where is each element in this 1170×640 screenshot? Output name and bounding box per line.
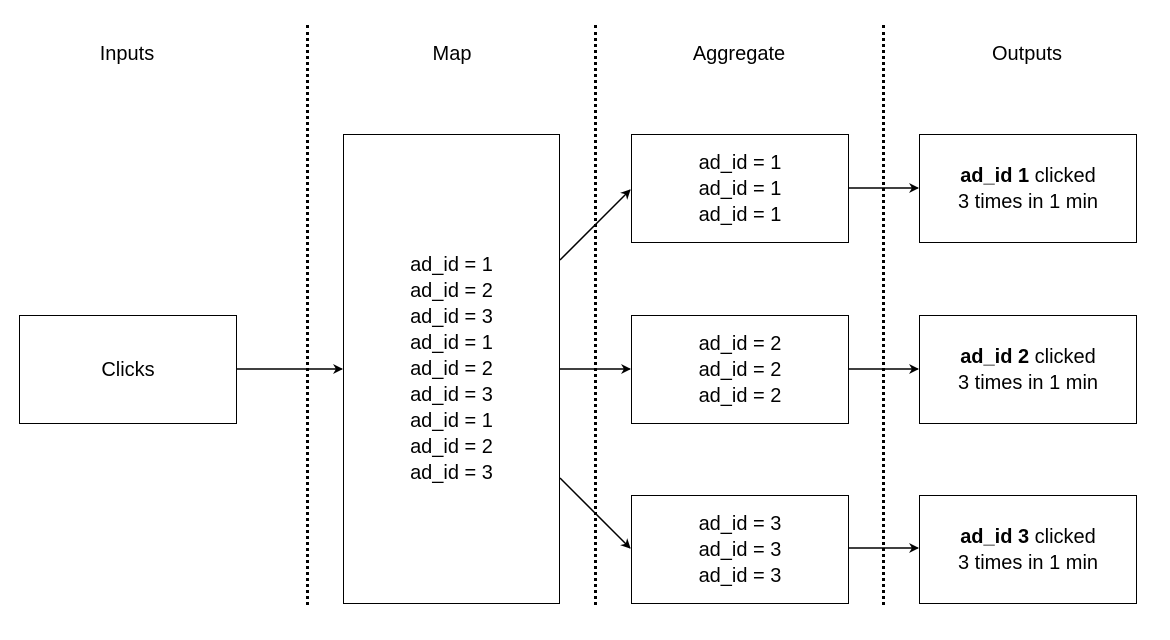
output-line-2: 3 times in 1 min bbox=[957, 190, 1099, 213]
header-outputs: Outputs bbox=[991, 43, 1063, 65]
output-line-1: ad_id 2 clicked bbox=[960, 344, 1096, 370]
aggregate-box-1: ad_id = 1 ad_id = 1 ad_id = 1 bbox=[631, 134, 849, 243]
output-clicked: clicked bbox=[1029, 345, 1096, 368]
map-box: ad_id = 1 ad_id = 2 ad_id = 3 ad_id = 1 … bbox=[343, 134, 560, 604]
divider-1 bbox=[306, 25, 309, 605]
aggregate-line: ad_id = 2 bbox=[698, 332, 782, 355]
output-clicked: clicked bbox=[1029, 525, 1096, 548]
aggregate-box-2: ad_id = 2 ad_id = 2 ad_id = 2 bbox=[631, 315, 849, 424]
map-line: ad_id = 3 bbox=[410, 462, 493, 484]
map-line: ad_id = 2 bbox=[410, 358, 493, 380]
aggregate-box-3: ad_id = 3 ad_id = 3 ad_id = 3 bbox=[631, 495, 849, 604]
map-line: ad_id = 1 bbox=[410, 254, 493, 276]
map-line: ad_id = 2 bbox=[410, 280, 493, 302]
output-box-3: ad_id 3 clicked 3 times in 1 min bbox=[919, 495, 1137, 604]
aggregate-line: ad_id = 3 bbox=[698, 512, 782, 535]
aggregate-line: ad_id = 1 bbox=[698, 151, 782, 174]
aggregate-line: ad_id = 3 bbox=[698, 564, 782, 587]
output-line-2: 3 times in 1 min bbox=[957, 551, 1099, 574]
divider-2 bbox=[594, 25, 597, 605]
map-line: ad_id = 3 bbox=[410, 306, 493, 328]
output-box-2: ad_id 2 clicked 3 times in 1 min bbox=[919, 315, 1137, 424]
output-line-2: 3 times in 1 min bbox=[957, 371, 1099, 394]
map-line: ad_id = 2 bbox=[410, 436, 493, 458]
clicks-label: Clicks bbox=[101, 358, 155, 381]
map-line: ad_id = 1 bbox=[410, 332, 493, 354]
output-clicked: clicked bbox=[1029, 164, 1096, 187]
header-map: Map bbox=[432, 43, 472, 65]
aggregate-line: ad_id = 1 bbox=[698, 177, 782, 200]
output-ad-id: ad_id 2 bbox=[960, 345, 1030, 368]
output-line-1: ad_id 1 clicked bbox=[960, 163, 1096, 189]
aggregate-line: ad_id = 2 bbox=[698, 384, 782, 407]
map-line: ad_id = 1 bbox=[410, 410, 493, 432]
clicks-box: Clicks bbox=[19, 315, 237, 424]
output-ad-id: ad_id 1 bbox=[960, 164, 1030, 187]
aggregate-line: ad_id = 3 bbox=[698, 538, 782, 561]
output-line-1: ad_id 3 clicked bbox=[960, 524, 1096, 550]
header-aggregate: Aggregate bbox=[692, 43, 786, 65]
aggregate-line: ad_id = 2 bbox=[698, 358, 782, 381]
aggregate-line: ad_id = 1 bbox=[698, 203, 782, 226]
map-line: ad_id = 3 bbox=[410, 384, 493, 406]
divider-3 bbox=[882, 25, 885, 605]
output-box-1: ad_id 1 clicked 3 times in 1 min bbox=[919, 134, 1137, 243]
header-inputs: Inputs bbox=[99, 43, 155, 65]
output-ad-id: ad_id 3 bbox=[960, 525, 1030, 548]
